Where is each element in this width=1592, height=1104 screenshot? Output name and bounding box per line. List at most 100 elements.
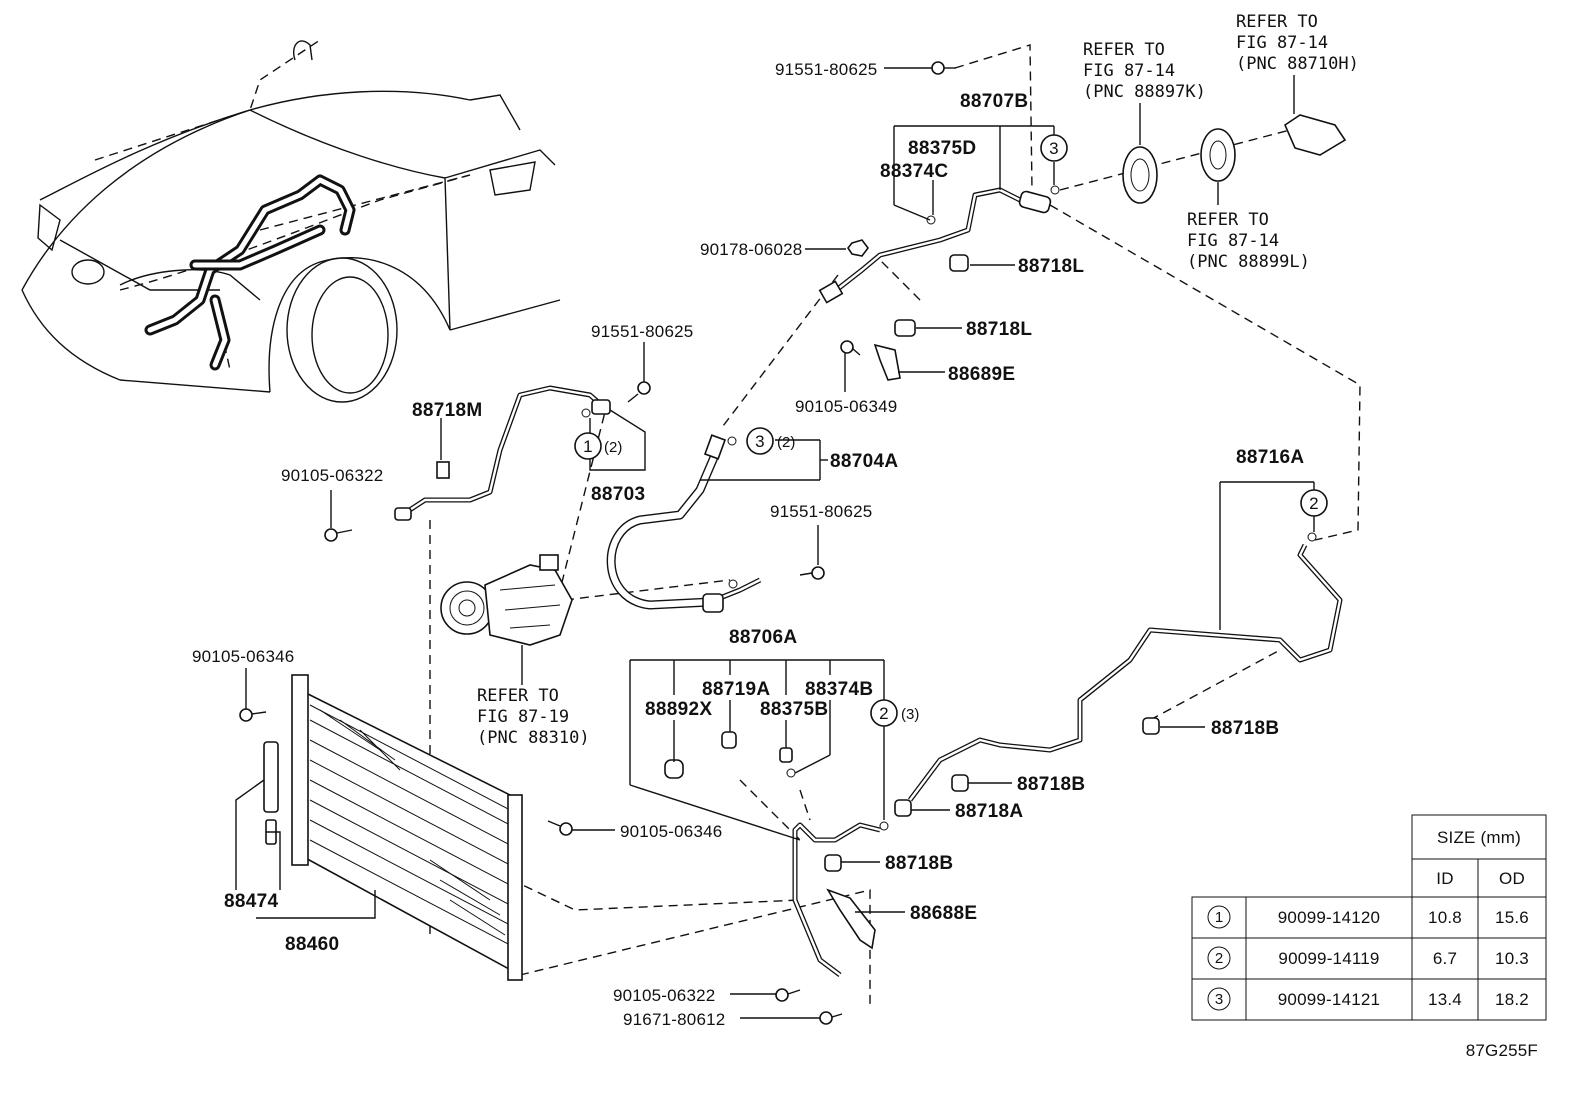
- diagram-code: 87G255F: [1466, 1041, 1538, 1060]
- label-88374B: 88374B: [805, 679, 873, 700]
- refer-88310-line2: FIG 87-19: [477, 707, 569, 727]
- clamp-88718B-mid: [951, 774, 969, 792]
- refer-88710H-line1: REFER TO: [1236, 12, 1318, 32]
- size-table: SIZE (mm) ID OD 1 90099-14120 10.8 15.6 …: [1191, 814, 1547, 1021]
- label-88375B: 88375B: [760, 699, 828, 720]
- callout-3-top: 3: [1049, 139, 1059, 158]
- label-88718M: 88718M: [412, 400, 482, 421]
- size-row-3-num: 3: [1215, 991, 1223, 1008]
- label-leaders: [235, 67, 1315, 1019]
- label-90105-06322-bottom: 90105-06322: [613, 986, 715, 1005]
- refer-88897K-line3: (PNC 88897K): [1083, 82, 1206, 102]
- bolt-90105-06346-mid: [547, 820, 573, 836]
- clamp-88718B-right: [1142, 717, 1160, 735]
- clamp-88718L-b: [894, 319, 916, 337]
- bracket-88688E: [826, 888, 876, 950]
- refer-88310-line3: (PNC 88310): [477, 728, 590, 748]
- label-88474: 88474: [224, 891, 278, 912]
- bolt-90105-06349: [840, 340, 861, 356]
- label-90105-06322-left: 90105-06322: [281, 466, 383, 485]
- callout-qty-88706A: (3): [901, 706, 919, 723]
- label-88718L-b: 88718L: [966, 319, 1032, 340]
- refer-88899L-line1: REFER TO: [1187, 210, 1269, 230]
- label-88703: 88703: [591, 484, 645, 505]
- label-88718L-a: 88718L: [1018, 256, 1084, 277]
- bolt-90105-06322-bottom: [775, 988, 801, 1002]
- cap-88375B: [779, 747, 793, 763]
- size-row-1-part: 90099-14120: [1278, 908, 1380, 927]
- label-88718A: 88718A: [955, 801, 1023, 822]
- bracket-88689E: [873, 343, 901, 381]
- refer-88310-line1: REFER TO: [477, 686, 559, 706]
- small-parts: [239, 61, 1317, 1025]
- bolt-91551-right: [799, 566, 825, 580]
- refer-88899L-line3: (PNC 88899L): [1187, 252, 1310, 272]
- size-row-1-od: 15.6: [1495, 908, 1529, 927]
- label-90105-06349: 90105-06349: [795, 397, 897, 416]
- bolt-90105-06322-left: [324, 528, 353, 542]
- label-91671-80612: 91671-80612: [623, 1010, 725, 1029]
- label-88707B: 88707B: [960, 91, 1028, 112]
- refer-88710H-line2: FIG 87-14: [1236, 33, 1328, 53]
- label-88892X: 88892X: [645, 699, 712, 720]
- size-table-header: SIZE (mm): [1437, 828, 1521, 847]
- size-row-2-od: 10.3: [1495, 949, 1529, 968]
- callout-3-mid: 3: [755, 432, 765, 451]
- callout-1: 1: [583, 437, 593, 456]
- size-row-3-od: 18.2: [1495, 990, 1529, 1009]
- refer-88897K-line1: REFER TO: [1083, 40, 1165, 60]
- size-row-2-id: 6.7: [1433, 949, 1457, 968]
- label-88718B-right: 88718B: [1211, 718, 1279, 739]
- condenser: [263, 674, 523, 981]
- size-table-col-id: ID: [1436, 869, 1453, 888]
- bolt-91671: [819, 1011, 843, 1025]
- clamp-88718A: [894, 799, 912, 817]
- label-91551-mid: 91551-80625: [591, 322, 693, 341]
- callout-circle-3-mid: [746, 427, 774, 455]
- label-88375D: 88375D: [908, 138, 976, 159]
- callout-circle-1: [574, 432, 602, 460]
- bolt-90105-06346-left: [239, 708, 267, 722]
- seal-fittings: [1122, 75, 1347, 205]
- size-row-1-id: 10.8: [1428, 908, 1462, 927]
- pipes-and-hoses: [394, 187, 1343, 977]
- label-91551-top: 91551-80625: [775, 60, 877, 79]
- clamp-88718B-low: [824, 854, 842, 872]
- part-labels: 91551-80625 88707B 88375D 88374C 90178-0…: [192, 60, 1304, 1029]
- label-88374C: 88374C: [880, 161, 948, 182]
- size-row-1-num: 1: [1215, 909, 1223, 926]
- label-88706A: 88706A: [729, 627, 797, 648]
- bolt-91551-mid: [627, 381, 651, 403]
- label-88460: 88460: [285, 934, 339, 955]
- refer-88897K-line2: FIG 87-14: [1083, 61, 1175, 81]
- label-88688E: 88688E: [910, 903, 977, 924]
- callout-2-low: 2: [879, 704, 889, 723]
- size-row-2-num: 2: [1215, 950, 1223, 967]
- size-row-3-id: 13.4: [1428, 990, 1462, 1009]
- label-90178-06028: 90178-06028: [700, 240, 802, 259]
- callout-circle-3-top: [1040, 134, 1068, 162]
- callout-circles: 3 1 (2) 3 (2) 2 2 (3): [574, 134, 1328, 727]
- callout-circle-2-low: [870, 699, 898, 727]
- nut-90178: [847, 239, 869, 257]
- refer-88710H-line3: (PNC 88710H): [1236, 54, 1359, 74]
- vehicle-sketch: [21, 39, 561, 403]
- callout-qty-88703: (2): [604, 439, 622, 456]
- callout-qty-88704A: (2): [777, 434, 795, 451]
- compressor: [440, 554, 573, 685]
- clamp-88718L-a: [949, 254, 969, 272]
- label-88716A: 88716A: [1236, 447, 1304, 468]
- valve-88719A: [721, 731, 737, 749]
- callout-circle-2-right: [1300, 489, 1328, 517]
- label-90105-06346-mid: 90105-06346: [620, 822, 722, 841]
- label-88704A: 88704A: [830, 451, 898, 472]
- label-88718B-low: 88718B: [885, 853, 953, 874]
- label-88689E: 88689E: [948, 364, 1015, 385]
- size-row-3-part: 90099-14121: [1278, 990, 1380, 1009]
- refer-notes: REFER TO FIG 87-14 (PNC 88897K) REFER TO…: [477, 12, 1359, 748]
- label-88718B-mid: 88718B: [1017, 774, 1085, 795]
- label-90105-06346-left: 90105-06346: [192, 647, 294, 666]
- valve-88892X: [664, 759, 684, 779]
- size-row-2-part: 90099-14119: [1278, 949, 1379, 968]
